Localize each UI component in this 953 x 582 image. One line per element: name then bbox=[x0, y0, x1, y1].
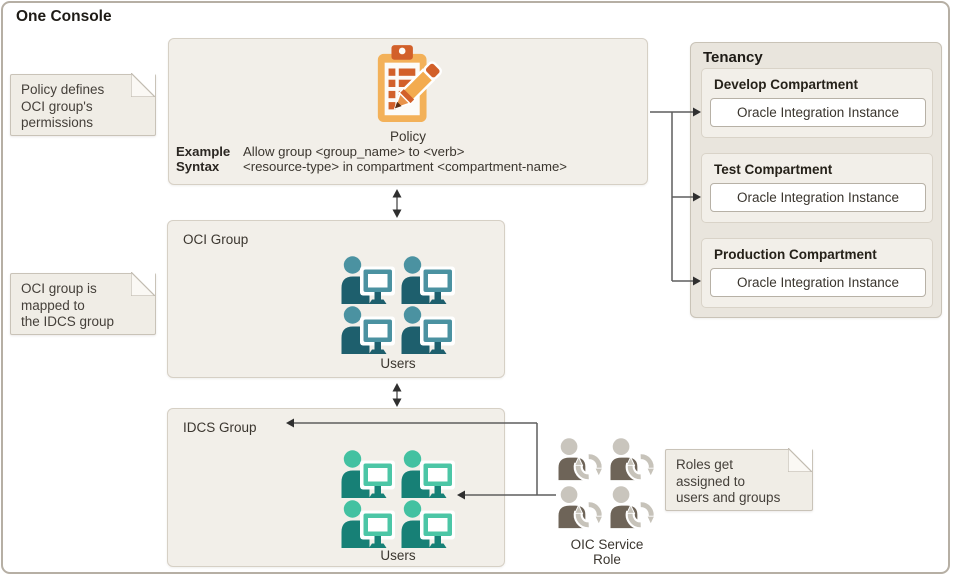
syntax-line-1: Allow group <group_name> to <verb> bbox=[243, 144, 465, 159]
user-icon bbox=[340, 450, 396, 498]
user-icon bbox=[340, 256, 396, 304]
role-user-icon bbox=[556, 486, 608, 532]
page-title: One Console bbox=[16, 8, 112, 25]
oci-users-grid bbox=[340, 256, 456, 354]
oracle-integration-instance: Oracle Integration Instance bbox=[710, 183, 926, 212]
oci-group-label: OCI Group bbox=[183, 232, 249, 247]
oic-role-grid bbox=[556, 438, 660, 532]
example-syntax-text: Allow group <group_name> to <verb> <reso… bbox=[243, 144, 567, 174]
tenancy-box: Tenancy Develop Compartment Oracle Integ… bbox=[690, 42, 942, 318]
syntax-line-2: <resource-type> in compartment <compartm… bbox=[243, 158, 567, 174]
compartment-name: Production Compartment bbox=[714, 247, 877, 262]
example-label: Example bbox=[176, 144, 231, 159]
policy-icon bbox=[372, 42, 446, 132]
user-icon bbox=[400, 306, 456, 354]
example-syntax: Example Syntax Allow group <group_name> … bbox=[176, 144, 567, 174]
folded-corner-icon bbox=[788, 448, 812, 472]
tenancy-label: Tenancy bbox=[703, 49, 763, 66]
example-syntax-label: Example Syntax bbox=[176, 144, 243, 174]
idcs-users-grid bbox=[340, 450, 456, 548]
user-icon bbox=[400, 500, 456, 548]
develop-compartment: Develop Compartment Oracle Integration I… bbox=[701, 68, 933, 138]
user-icon bbox=[340, 500, 396, 548]
policy-icon-label: Policy bbox=[389, 129, 426, 144]
oic-service-role-label: OIC Service Role bbox=[570, 537, 644, 567]
role-user-icon bbox=[608, 438, 660, 484]
user-icon bbox=[400, 450, 456, 498]
idcs-users-label: Users bbox=[380, 548, 416, 563]
oracle-integration-instance: Oracle Integration Instance bbox=[710, 98, 926, 127]
oracle-integration-instance: Oracle Integration Instance bbox=[710, 268, 926, 297]
role-user-icon bbox=[608, 486, 660, 532]
user-icon bbox=[340, 306, 396, 354]
user-icon bbox=[400, 256, 456, 304]
idcs-group-label: IDCS Group bbox=[183, 420, 257, 435]
oci-users-label: Users bbox=[380, 356, 416, 371]
role-user-icon bbox=[556, 438, 608, 484]
compartment-name: Test Compartment bbox=[714, 162, 833, 177]
production-compartment: Production Compartment Oracle Integratio… bbox=[701, 238, 933, 308]
test-compartment: Test Compartment Oracle Integration Inst… bbox=[701, 153, 933, 223]
folded-corner-icon bbox=[131, 73, 155, 97]
folded-corner-icon bbox=[131, 272, 155, 296]
oci-group-box: OCI Group bbox=[167, 220, 505, 378]
syntax-label: Syntax bbox=[176, 158, 220, 174]
compartment-name: Develop Compartment bbox=[714, 77, 859, 92]
